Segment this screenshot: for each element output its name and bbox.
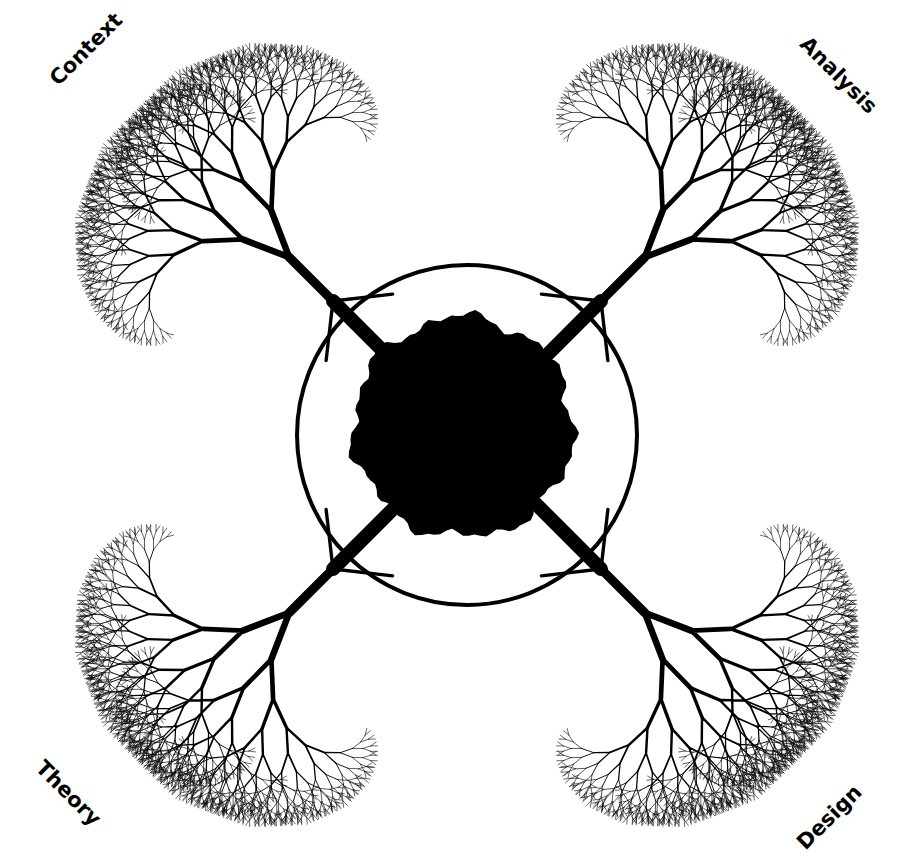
tree-branches bbox=[75, 43, 858, 826]
tree-branches bbox=[333, 301, 601, 569]
tree-branches bbox=[113, 81, 822, 790]
corner-label: Context bbox=[43, 7, 129, 93]
fractal-trees bbox=[75, 43, 858, 826]
tree-branches bbox=[173, 141, 760, 728]
tree-branches bbox=[203, 171, 731, 699]
tree-branches bbox=[82, 50, 852, 820]
central-blob bbox=[349, 310, 579, 537]
tree-branches bbox=[100, 68, 833, 801]
corner-label: Analysis bbox=[793, 31, 883, 121]
tree-branches bbox=[243, 211, 691, 659]
tree-branches bbox=[129, 97, 805, 773]
corner-label: Design bbox=[791, 779, 869, 857]
tree-branches bbox=[148, 116, 786, 754]
outer-ring bbox=[297, 265, 637, 605]
tree-branches bbox=[289, 257, 645, 613]
tree-branches bbox=[90, 58, 844, 812]
corner-label: Theory bbox=[29, 755, 108, 834]
